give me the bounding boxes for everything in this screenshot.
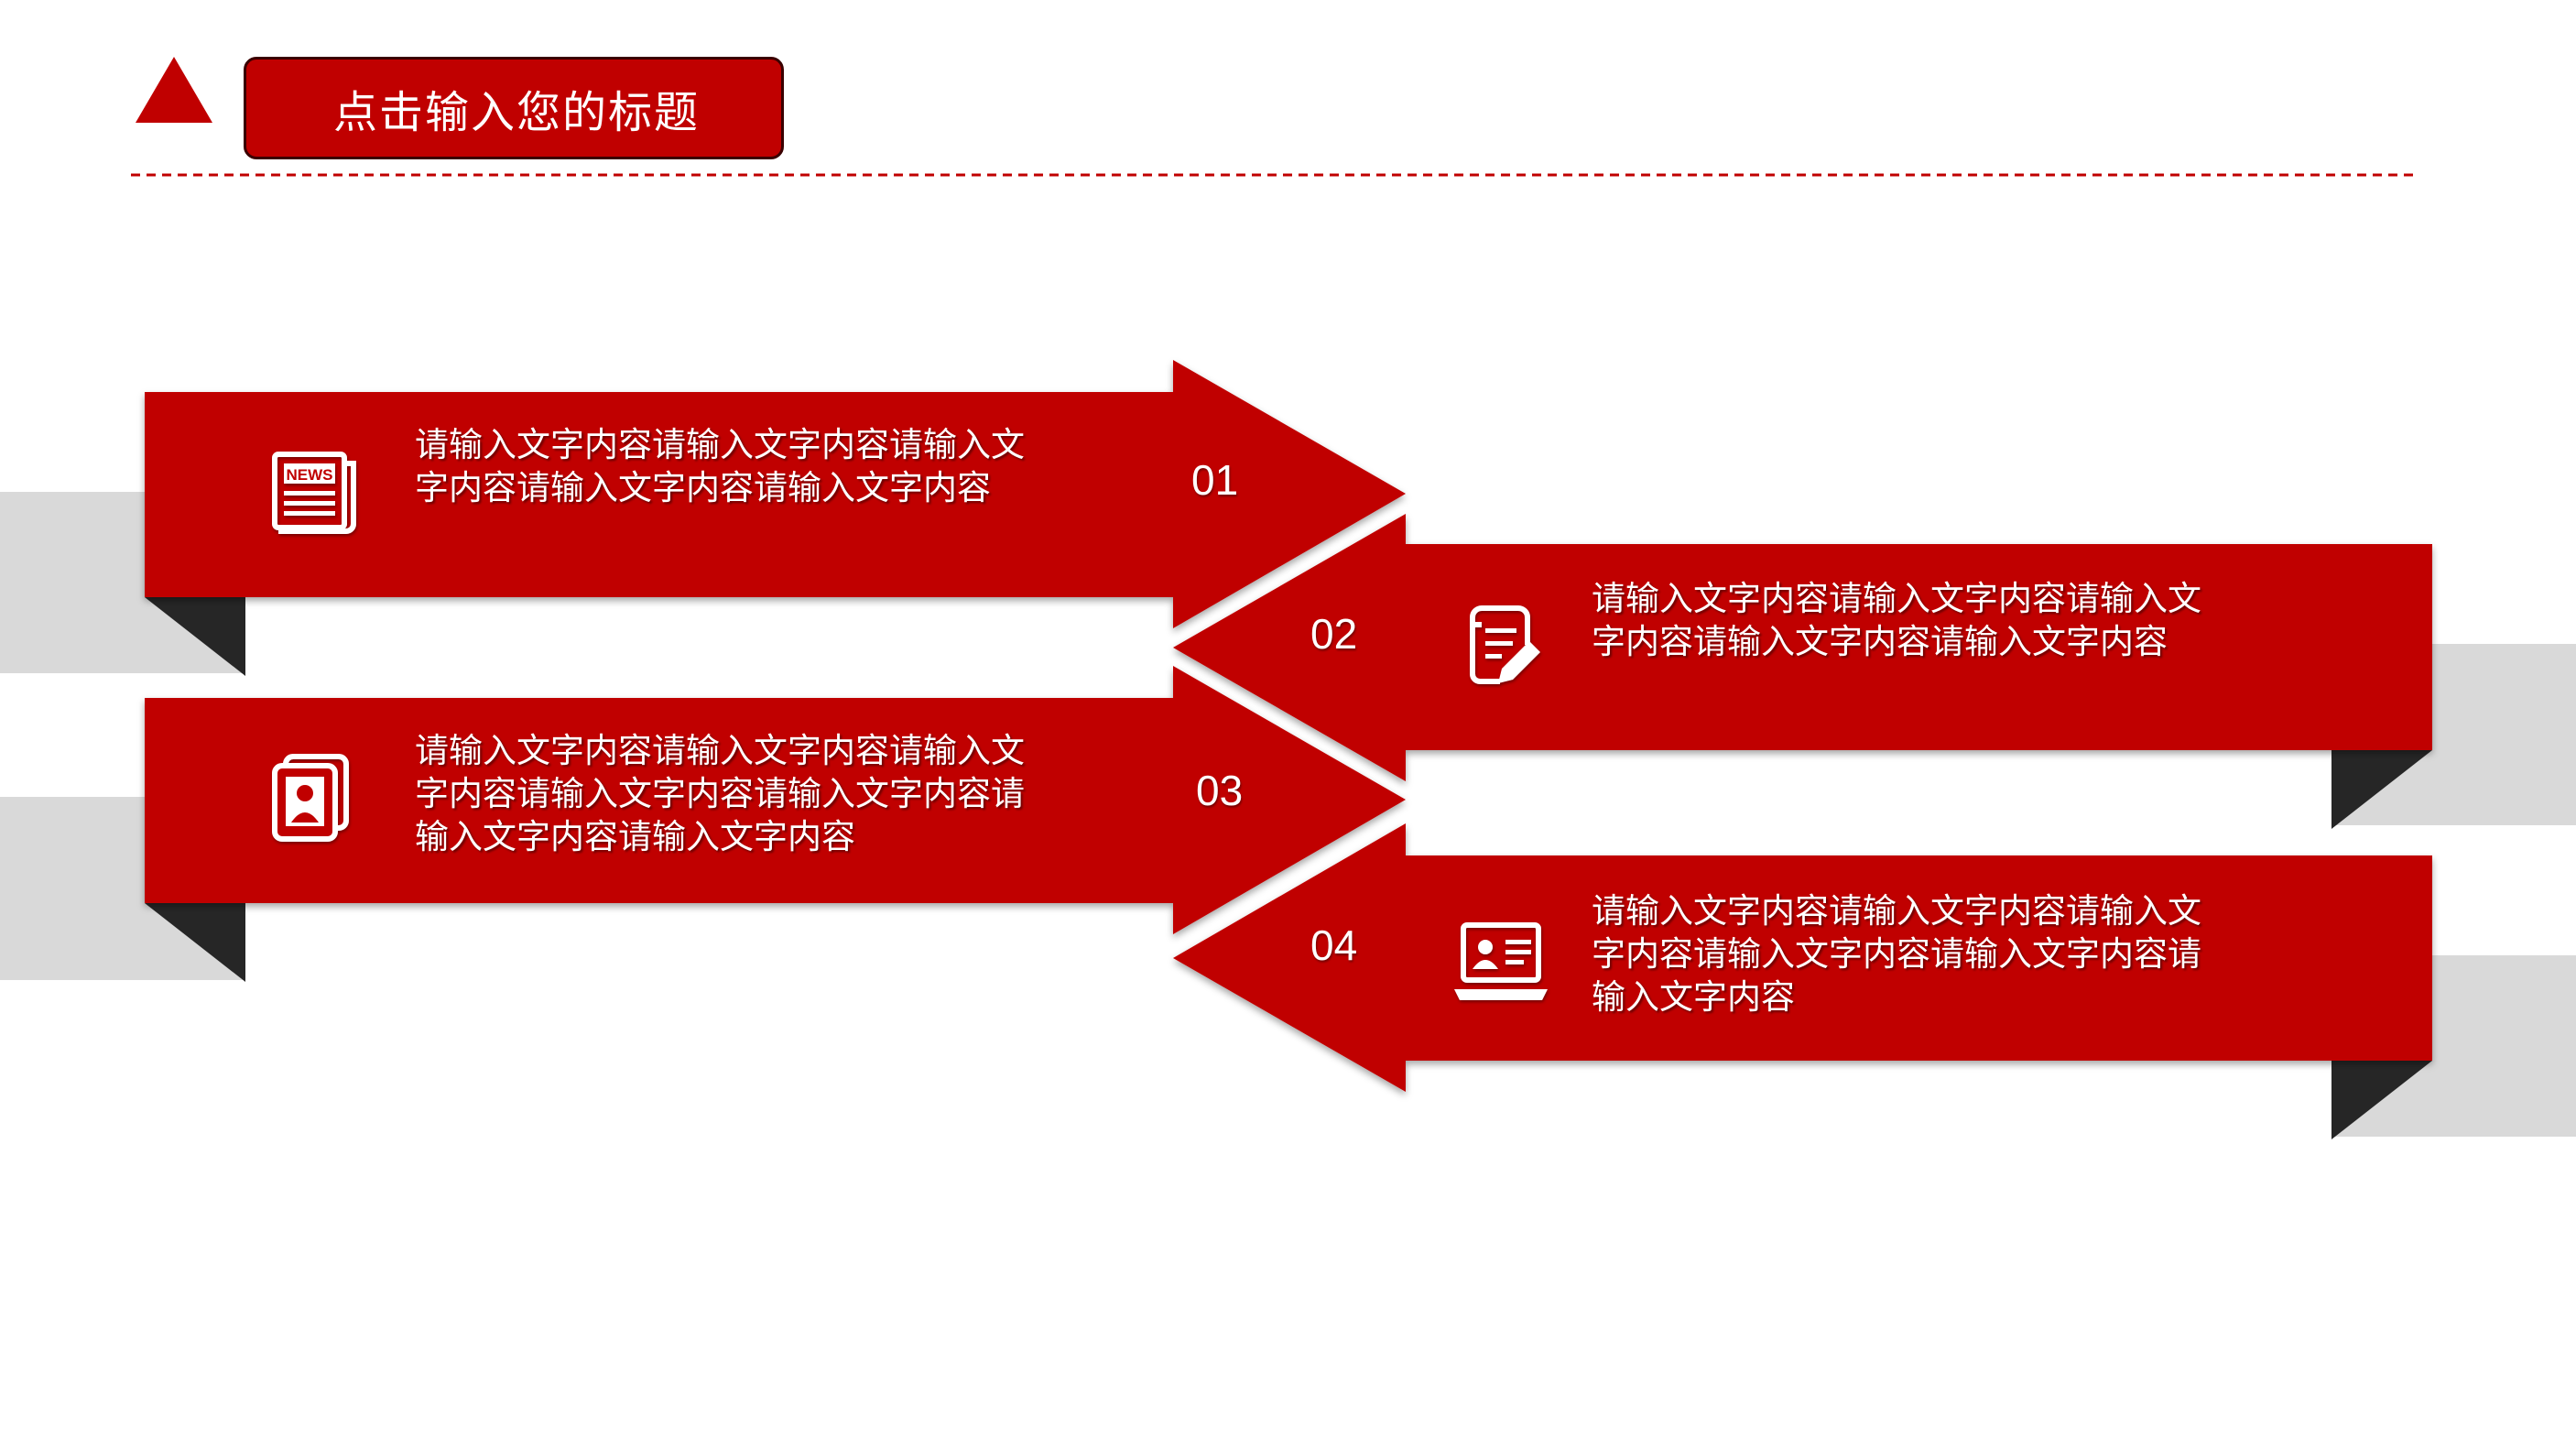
arrow-step-03 — [145, 666, 1406, 934]
arrow-step-04 — [1173, 823, 2432, 1092]
title-box[interactable]: 点击输入您的标题 — [244, 57, 784, 159]
step-text-01: 请输入文字内容请输入文字内容请输入文 字内容请输入文字内容请输入文字内容 — [415, 423, 1025, 509]
fold-4 — [2331, 1061, 2432, 1139]
fold-1 — [145, 597, 245, 676]
step-text-line: 输入文字内容 — [1592, 978, 1795, 1016]
step-number-04: 04 — [1310, 921, 1358, 969]
page-title: 点击输入您的标题 — [332, 89, 700, 137]
step-number-02: 02 — [1310, 610, 1358, 658]
step-text-line: 字内容请输入文字内容请输入文字内容 — [1592, 623, 2168, 660]
step-text-line: 输入文字内容请输入文字内容 — [415, 818, 855, 855]
arrow-step-02 — [1173, 514, 2432, 781]
step-text-03: 请输入文字内容请输入文字内容请输入文 字内容请输入文字内容请输入文字内容请 输入… — [415, 729, 1025, 858]
step-text-line: 请输入文字内容请输入文字内容请输入文 — [415, 732, 1025, 769]
arrow-step-01 — [145, 360, 1406, 628]
newspaper-icon: NEWS — [272, 452, 356, 534]
document-edit-icon — [1470, 605, 1540, 684]
profile-cards-icon — [272, 754, 349, 842]
step-text-line: 请输入文字内容请输入文字内容请输入文 — [1592, 892, 2201, 930]
step-text-line: 字内容请输入文字内容请输入文字内容请 — [415, 775, 1025, 812]
step-text-line: 字内容请输入文字内容请输入文字内容请 — [1592, 935, 2201, 973]
step-number-03: 03 — [1196, 767, 1244, 814]
step-text-line: 字内容请输入文字内容请输入文字内容 — [415, 469, 991, 507]
fold-2 — [2331, 750, 2432, 829]
step-text-02: 请输入文字内容请输入文字内容请输入文 字内容请输入文字内容请输入文字内容 — [1592, 577, 2201, 663]
fold-3 — [145, 903, 245, 982]
step-text-line: 请输入文字内容请输入文字内容请输入文 — [415, 426, 1025, 463]
laptop-profile-icon — [1454, 922, 1548, 1000]
header-graphics — [131, 57, 2419, 177]
svg-text:NEWS: NEWS — [287, 466, 333, 484]
step-text-04: 请输入文字内容请输入文字内容请输入文 字内容请输入文字内容请输入文字内容请 输入… — [1592, 889, 2201, 1019]
header-triangle-icon — [136, 57, 212, 123]
step-number-01: 01 — [1191, 456, 1239, 504]
step-text-line: 请输入文字内容请输入文字内容请输入文 — [1592, 580, 2201, 617]
